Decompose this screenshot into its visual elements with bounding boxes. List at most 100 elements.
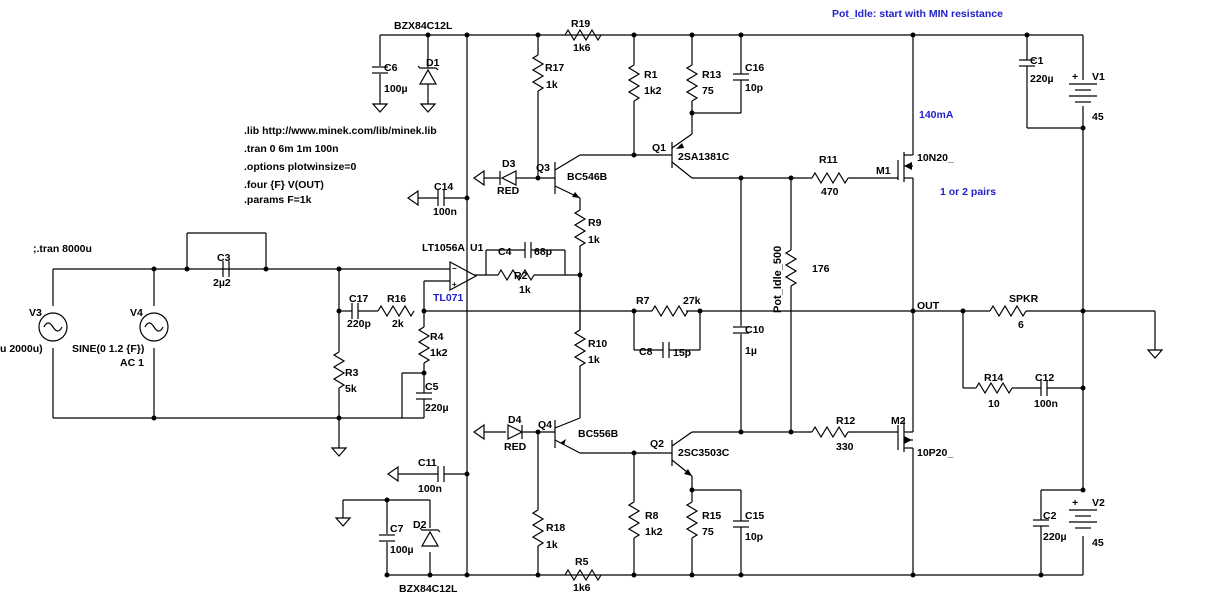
r1-symbol[interactable] bbox=[628, 64, 640, 102]
c14-name: C14 bbox=[434, 181, 453, 193]
r8-symbol[interactable] bbox=[628, 501, 640, 539]
v4-name: V4 bbox=[130, 307, 143, 319]
r14-value: 10 bbox=[988, 398, 1000, 410]
r12-symbol[interactable] bbox=[811, 426, 849, 438]
q2-name: Q2 bbox=[650, 438, 664, 450]
r10-value: 1k bbox=[588, 354, 600, 366]
c6-name: C6 bbox=[384, 62, 398, 74]
directive-four: .four {F} V(OUT) bbox=[244, 179, 324, 191]
r11-value: 470 bbox=[821, 186, 839, 198]
r12-name: R12 bbox=[836, 415, 855, 427]
v1-battery-symbol[interactable]: + bbox=[1069, 71, 1097, 103]
r8-name: R8 bbox=[645, 510, 659, 522]
r13-symbol[interactable] bbox=[686, 64, 698, 102]
u1-opamp-symbol[interactable]: − + bbox=[449, 260, 478, 292]
r4-value: 1k2 bbox=[430, 347, 448, 359]
r5-name: R5 bbox=[575, 556, 589, 568]
v1-value: 45 bbox=[1092, 111, 1104, 123]
q4-value: BC556B bbox=[578, 428, 619, 440]
c7-symbol[interactable] bbox=[378, 534, 396, 542]
r5-value: 1k6 bbox=[573, 582, 591, 594]
c8-symbol[interactable] bbox=[662, 341, 670, 359]
out-label: OUT bbox=[917, 300, 940, 312]
r17-value: 1k bbox=[546, 79, 558, 91]
r3-value: 5k bbox=[345, 383, 357, 395]
r4-symbol[interactable] bbox=[418, 326, 430, 364]
spkr-symbol[interactable] bbox=[989, 305, 1027, 317]
c1-value: 220µ bbox=[1030, 73, 1054, 85]
c17-symbol[interactable] bbox=[351, 302, 359, 320]
r16-value: 2k bbox=[392, 318, 404, 330]
c5-symbol[interactable] bbox=[415, 392, 433, 400]
d3-name: D3 bbox=[502, 158, 516, 170]
r2-name: R2 bbox=[514, 270, 528, 282]
r18-symbol[interactable] bbox=[532, 509, 544, 547]
d2-zener-symbol[interactable] bbox=[419, 527, 441, 547]
v2-value: 45 bbox=[1092, 537, 1104, 549]
r17-symbol[interactable] bbox=[532, 54, 544, 92]
c6-value: 100µ bbox=[384, 83, 408, 95]
r10-symbol[interactable] bbox=[574, 329, 586, 367]
directive-tran: .tran 0 6m 1m 100n bbox=[244, 143, 339, 155]
c16-symbol[interactable] bbox=[732, 73, 750, 81]
tran-comment: ;.tran 8000u bbox=[33, 243, 92, 255]
c4-value: 68p bbox=[534, 246, 552, 258]
junctions bbox=[151, 32, 1086, 578]
r19-value: 1k6 bbox=[573, 42, 591, 54]
m2-name: M2 bbox=[891, 415, 906, 427]
q1-value: 2SA1381C bbox=[678, 151, 730, 163]
r1-name: R1 bbox=[644, 69, 658, 81]
d2-value: BZX84C12L bbox=[399, 583, 458, 595]
v4-value2: AC 1 bbox=[120, 357, 144, 369]
d4-led-symbol[interactable] bbox=[507, 424, 524, 440]
v3-source-symbol[interactable] bbox=[38, 312, 68, 342]
r2-value: 1k bbox=[519, 284, 531, 296]
d3-led-symbol[interactable] bbox=[499, 170, 517, 186]
m2-value: 10P20_ bbox=[917, 447, 953, 459]
q2-value: 2SC3503C bbox=[678, 447, 730, 459]
c17-name: C17 bbox=[349, 293, 368, 305]
ground-symbols bbox=[331, 103, 1163, 527]
v4-source-symbol[interactable] bbox=[139, 312, 169, 342]
v2-battery-symbol[interactable]: + bbox=[1069, 497, 1097, 529]
svg-text:−: − bbox=[452, 264, 457, 273]
r7-name: R7 bbox=[636, 295, 650, 307]
r12-value: 330 bbox=[836, 441, 854, 453]
u1-alt: TL071 bbox=[433, 292, 464, 304]
d1-zener-symbol[interactable] bbox=[417, 60, 439, 85]
d4-value: RED bbox=[504, 441, 527, 453]
r15-symbol[interactable] bbox=[686, 501, 698, 539]
d4-name: D4 bbox=[508, 414, 522, 426]
v3-name: V3 bbox=[29, 307, 42, 319]
r3-symbol[interactable] bbox=[333, 351, 345, 389]
d1-name: D1 bbox=[426, 57, 440, 69]
c1-name: C1 bbox=[1030, 55, 1044, 67]
r4-name: R4 bbox=[430, 331, 444, 343]
r6-symbol[interactable] bbox=[785, 249, 797, 287]
r7-symbol[interactable] bbox=[651, 305, 689, 317]
v3-value: u 2000u) bbox=[0, 343, 43, 355]
r5-symbol[interactable] bbox=[564, 569, 602, 581]
c11-symbol[interactable] bbox=[437, 465, 445, 483]
v1-name: V1 bbox=[1092, 71, 1105, 83]
c15-value: 10p bbox=[745, 531, 763, 543]
q3-name: Q3 bbox=[536, 162, 550, 174]
r15-value: 75 bbox=[702, 526, 714, 538]
transistor-arrows bbox=[560, 143, 692, 476]
r1-value: 1k2 bbox=[644, 85, 662, 97]
v2-name: V2 bbox=[1092, 497, 1105, 509]
c17-value: 220p bbox=[347, 318, 371, 330]
r16-symbol[interactable] bbox=[377, 305, 415, 317]
note-text: Pot_Idle: start with MIN resistance bbox=[832, 8, 1003, 20]
r11-symbol[interactable] bbox=[811, 172, 849, 184]
v4-value1: SINE(0 1.2 {F}) bbox=[72, 343, 144, 355]
r7-value: 27k bbox=[683, 295, 701, 307]
r14-symbol[interactable] bbox=[975, 382, 1013, 394]
r13-name: R13 bbox=[702, 69, 721, 81]
c4-symbol[interactable] bbox=[524, 241, 532, 259]
q4-name: Q4 bbox=[538, 419, 552, 431]
c8-name: C8 bbox=[639, 346, 653, 358]
r19-symbol[interactable] bbox=[564, 29, 602, 41]
r11-name: R11 bbox=[819, 154, 838, 166]
r9-symbol[interactable] bbox=[574, 209, 586, 247]
